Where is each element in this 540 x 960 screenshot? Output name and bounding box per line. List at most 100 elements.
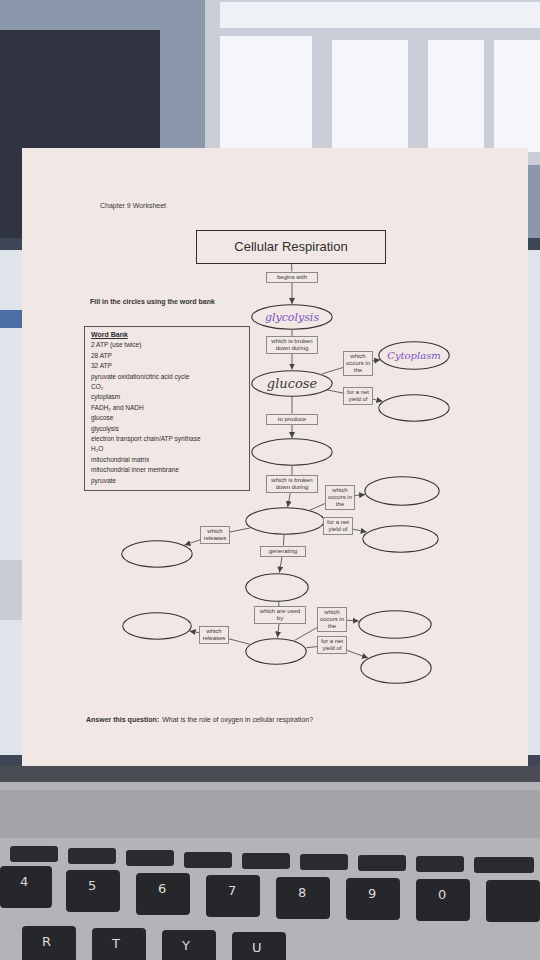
connector-line — [277, 624, 279, 638]
title-box: Cellular Respiration — [196, 230, 386, 264]
oval-outline — [379, 341, 449, 368]
key-legend: Y — [182, 938, 190, 953]
connector-phrase-box: which releases — [199, 626, 229, 644]
function-key — [184, 852, 232, 868]
oval-outline — [245, 638, 307, 665]
key-legend: T — [112, 936, 120, 951]
laptop-base — [0, 770, 540, 960]
keyboard-key — [486, 880, 540, 922]
word-bank-term: 2 ATP (use twice) — [91, 340, 243, 350]
oval-outline — [360, 652, 432, 684]
function-key — [358, 855, 406, 871]
answer-oval — [245, 507, 325, 535]
answer-oval — [245, 573, 309, 602]
keyboard-key — [92, 928, 146, 960]
word-bank-term: pyruvate — [91, 476, 243, 486]
key-legend: 6 — [158, 881, 166, 896]
handwritten-answer: glycolysis — [265, 311, 319, 324]
connector-line — [292, 425, 293, 439]
answer-oval — [251, 438, 333, 466]
connector-phrase: which is broken down during — [269, 477, 315, 491]
oval-outline — [378, 394, 450, 422]
connector-phrase-box: for a net yield of — [343, 387, 373, 405]
function-key — [474, 857, 534, 873]
connector-line — [279, 557, 282, 573]
oval-outline — [121, 540, 193, 568]
connector-line — [229, 639, 249, 644]
connector-line — [310, 504, 325, 511]
connector-line — [355, 494, 365, 496]
keyboard-key — [232, 932, 286, 960]
word-bank-term: pyruvate oxidation/citric acid cycle — [91, 372, 243, 382]
key-legend: 7 — [228, 883, 236, 898]
speaker-grille — [0, 790, 540, 838]
answer-oval — [122, 612, 192, 640]
oval-outline — [364, 476, 440, 506]
connector-line — [190, 631, 199, 632]
connector-line — [230, 528, 250, 532]
connector-phrase: for a net yield of — [320, 638, 344, 652]
word-bank-term: 32 ATP — [91, 361, 243, 371]
connector-phrase: for a net yield of — [346, 389, 370, 403]
keyboard-key — [162, 930, 216, 960]
connector-line — [288, 493, 291, 507]
connector-line — [291, 264, 292, 272]
answer-oval — [378, 394, 450, 422]
function-key — [10, 846, 58, 862]
worksheet-paper — [22, 148, 528, 770]
window-pane — [428, 40, 484, 152]
instruction-text: Fill in the circles using the word bank — [90, 298, 215, 305]
answer-oval — [364, 476, 440, 506]
oval-outline — [246, 573, 308, 600]
key-legend: 9 — [368, 886, 376, 901]
connector-phrase: begins with — [269, 274, 315, 281]
function-key — [300, 854, 348, 870]
connector-phrase: which occurs in the — [346, 353, 370, 374]
keyboard-key — [416, 879, 470, 921]
key-legend: R — [42, 934, 51, 949]
connector-line — [373, 360, 380, 361]
key-legend: 0 — [438, 887, 446, 902]
keyboard-key — [276, 877, 330, 919]
oval-outline — [251, 438, 333, 466]
key-legend: U — [252, 940, 262, 955]
word-bank-term: 28 ATP — [91, 351, 243, 361]
connector-line — [292, 283, 293, 305]
answer-oval: Cytoplasm — [378, 341, 450, 370]
oval-outline — [252, 439, 332, 465]
word-bank-term: mitochondrial inner membrane — [91, 465, 243, 475]
oval-outline — [361, 653, 431, 683]
word-bank-term: electron transport chain/ATP synthase — [91, 434, 243, 444]
screen-toolbar — [0, 310, 22, 328]
question-prompt: Answer this question: — [86, 716, 159, 723]
window-pane — [220, 2, 540, 28]
answer-oval — [360, 652, 432, 684]
function-key — [416, 856, 464, 872]
connector-phrase-box: which are used by — [254, 606, 306, 624]
laptop-hinge — [0, 766, 540, 782]
oval-outline — [252, 305, 332, 329]
answer-oval — [362, 525, 439, 553]
answer-oval — [245, 638, 307, 665]
key-legend: 4 — [20, 874, 28, 889]
connector-line — [185, 540, 200, 545]
oval-outline — [122, 612, 192, 640]
oval-outline — [362, 526, 437, 552]
key-legend: 8 — [298, 885, 306, 900]
connector-phrase: which is broken down during — [269, 338, 315, 352]
connector-line — [283, 535, 285, 546]
connector-phrase: which releases — [202, 628, 226, 642]
question-text: What is the role of oxygen in cellular r… — [162, 716, 313, 723]
connector-phrase: which occurs in the — [328, 487, 352, 508]
keyboard-key — [346, 878, 400, 920]
oval-outline — [379, 395, 449, 421]
window-frame — [205, 0, 540, 165]
diagram-title: Cellular Respiration — [207, 239, 375, 255]
connector-phrase-box: for a net yield of — [317, 636, 347, 654]
connector-phrase: to produce — [269, 416, 315, 423]
handwritten-answer: Cytoplasm — [387, 350, 441, 361]
answer-oval: glucose — [251, 370, 333, 397]
connector-line — [353, 529, 367, 532]
connector-phrase-box: which is broken down during — [266, 336, 318, 354]
connector-line — [292, 466, 293, 475]
